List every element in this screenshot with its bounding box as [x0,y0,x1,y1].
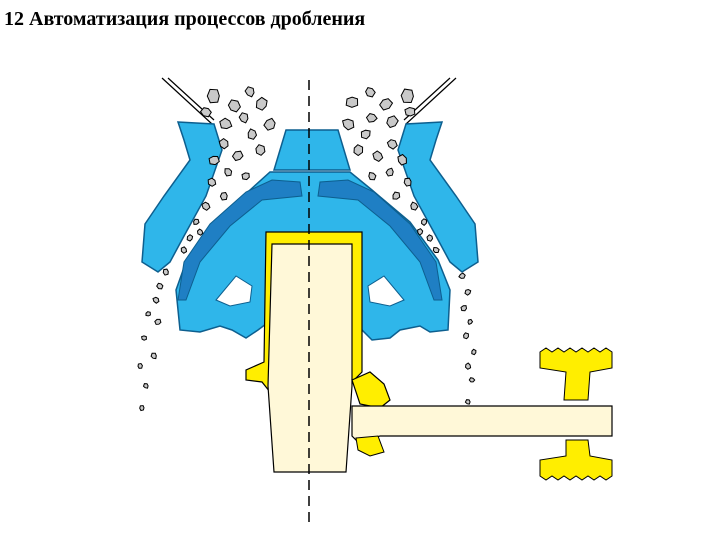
drive-pulley [539,347,613,481]
rock [219,117,233,130]
page-title: 12 Автоматизация процессов дробления [4,8,366,30]
rock [141,335,147,341]
rock [137,362,143,369]
rock [193,218,200,225]
feed-rocks [180,86,440,254]
rock [255,96,268,111]
rock [162,268,169,276]
rock [231,150,244,162]
rock [400,88,414,104]
rock [186,234,194,242]
rock [432,246,440,253]
rock [464,362,472,370]
rock [218,137,229,150]
rock [206,88,220,104]
rock [421,218,428,226]
rock [180,246,188,254]
rock [379,98,394,111]
rock [219,191,228,201]
rock [464,288,472,296]
rock [142,383,149,389]
rock [365,87,376,98]
rock [365,113,378,123]
rock [392,191,401,200]
rock [467,318,474,326]
concave-right [397,121,479,273]
rock [238,112,249,124]
rock [208,155,220,166]
rock [360,129,371,140]
rock [207,177,217,187]
rock [201,201,211,211]
mantle-window-right [367,275,405,307]
feed-chute-left [161,77,215,125]
rock [468,377,476,383]
rock [227,99,241,113]
rock [385,167,394,177]
rock [244,86,255,98]
main-shaft [267,243,353,473]
mantle-window-left [215,275,253,307]
rock [404,106,416,117]
rock [386,115,399,129]
countershaft [351,405,613,445]
mantle-liner-left [177,179,303,301]
rock [464,399,471,405]
rock [156,282,164,290]
rock [397,153,407,166]
rock [241,172,250,181]
rock [386,139,398,150]
rock [353,144,364,157]
rock [460,305,468,312]
rock [417,228,424,236]
rock [196,228,204,236]
rock [247,128,258,140]
rock [426,234,434,242]
rock [224,168,233,177]
rock [403,177,412,187]
rock [145,311,151,317]
rock [152,296,160,304]
rock [199,107,212,118]
rock [255,144,266,156]
concave-left [141,121,223,273]
rock [463,332,469,340]
mantle-liner-right [317,179,443,301]
rock [368,171,377,181]
rock [471,348,477,356]
eccentric [351,371,391,409]
rock [341,118,355,131]
rock [410,201,419,211]
rock [150,352,157,360]
rock [458,272,466,279]
head-top [272,129,352,171]
rock [345,96,359,108]
discharged-rocks [137,268,477,412]
rock [372,150,384,163]
rock [263,117,276,131]
countershaft-gear [355,435,385,457]
rock [139,405,145,412]
rock [154,318,162,325]
